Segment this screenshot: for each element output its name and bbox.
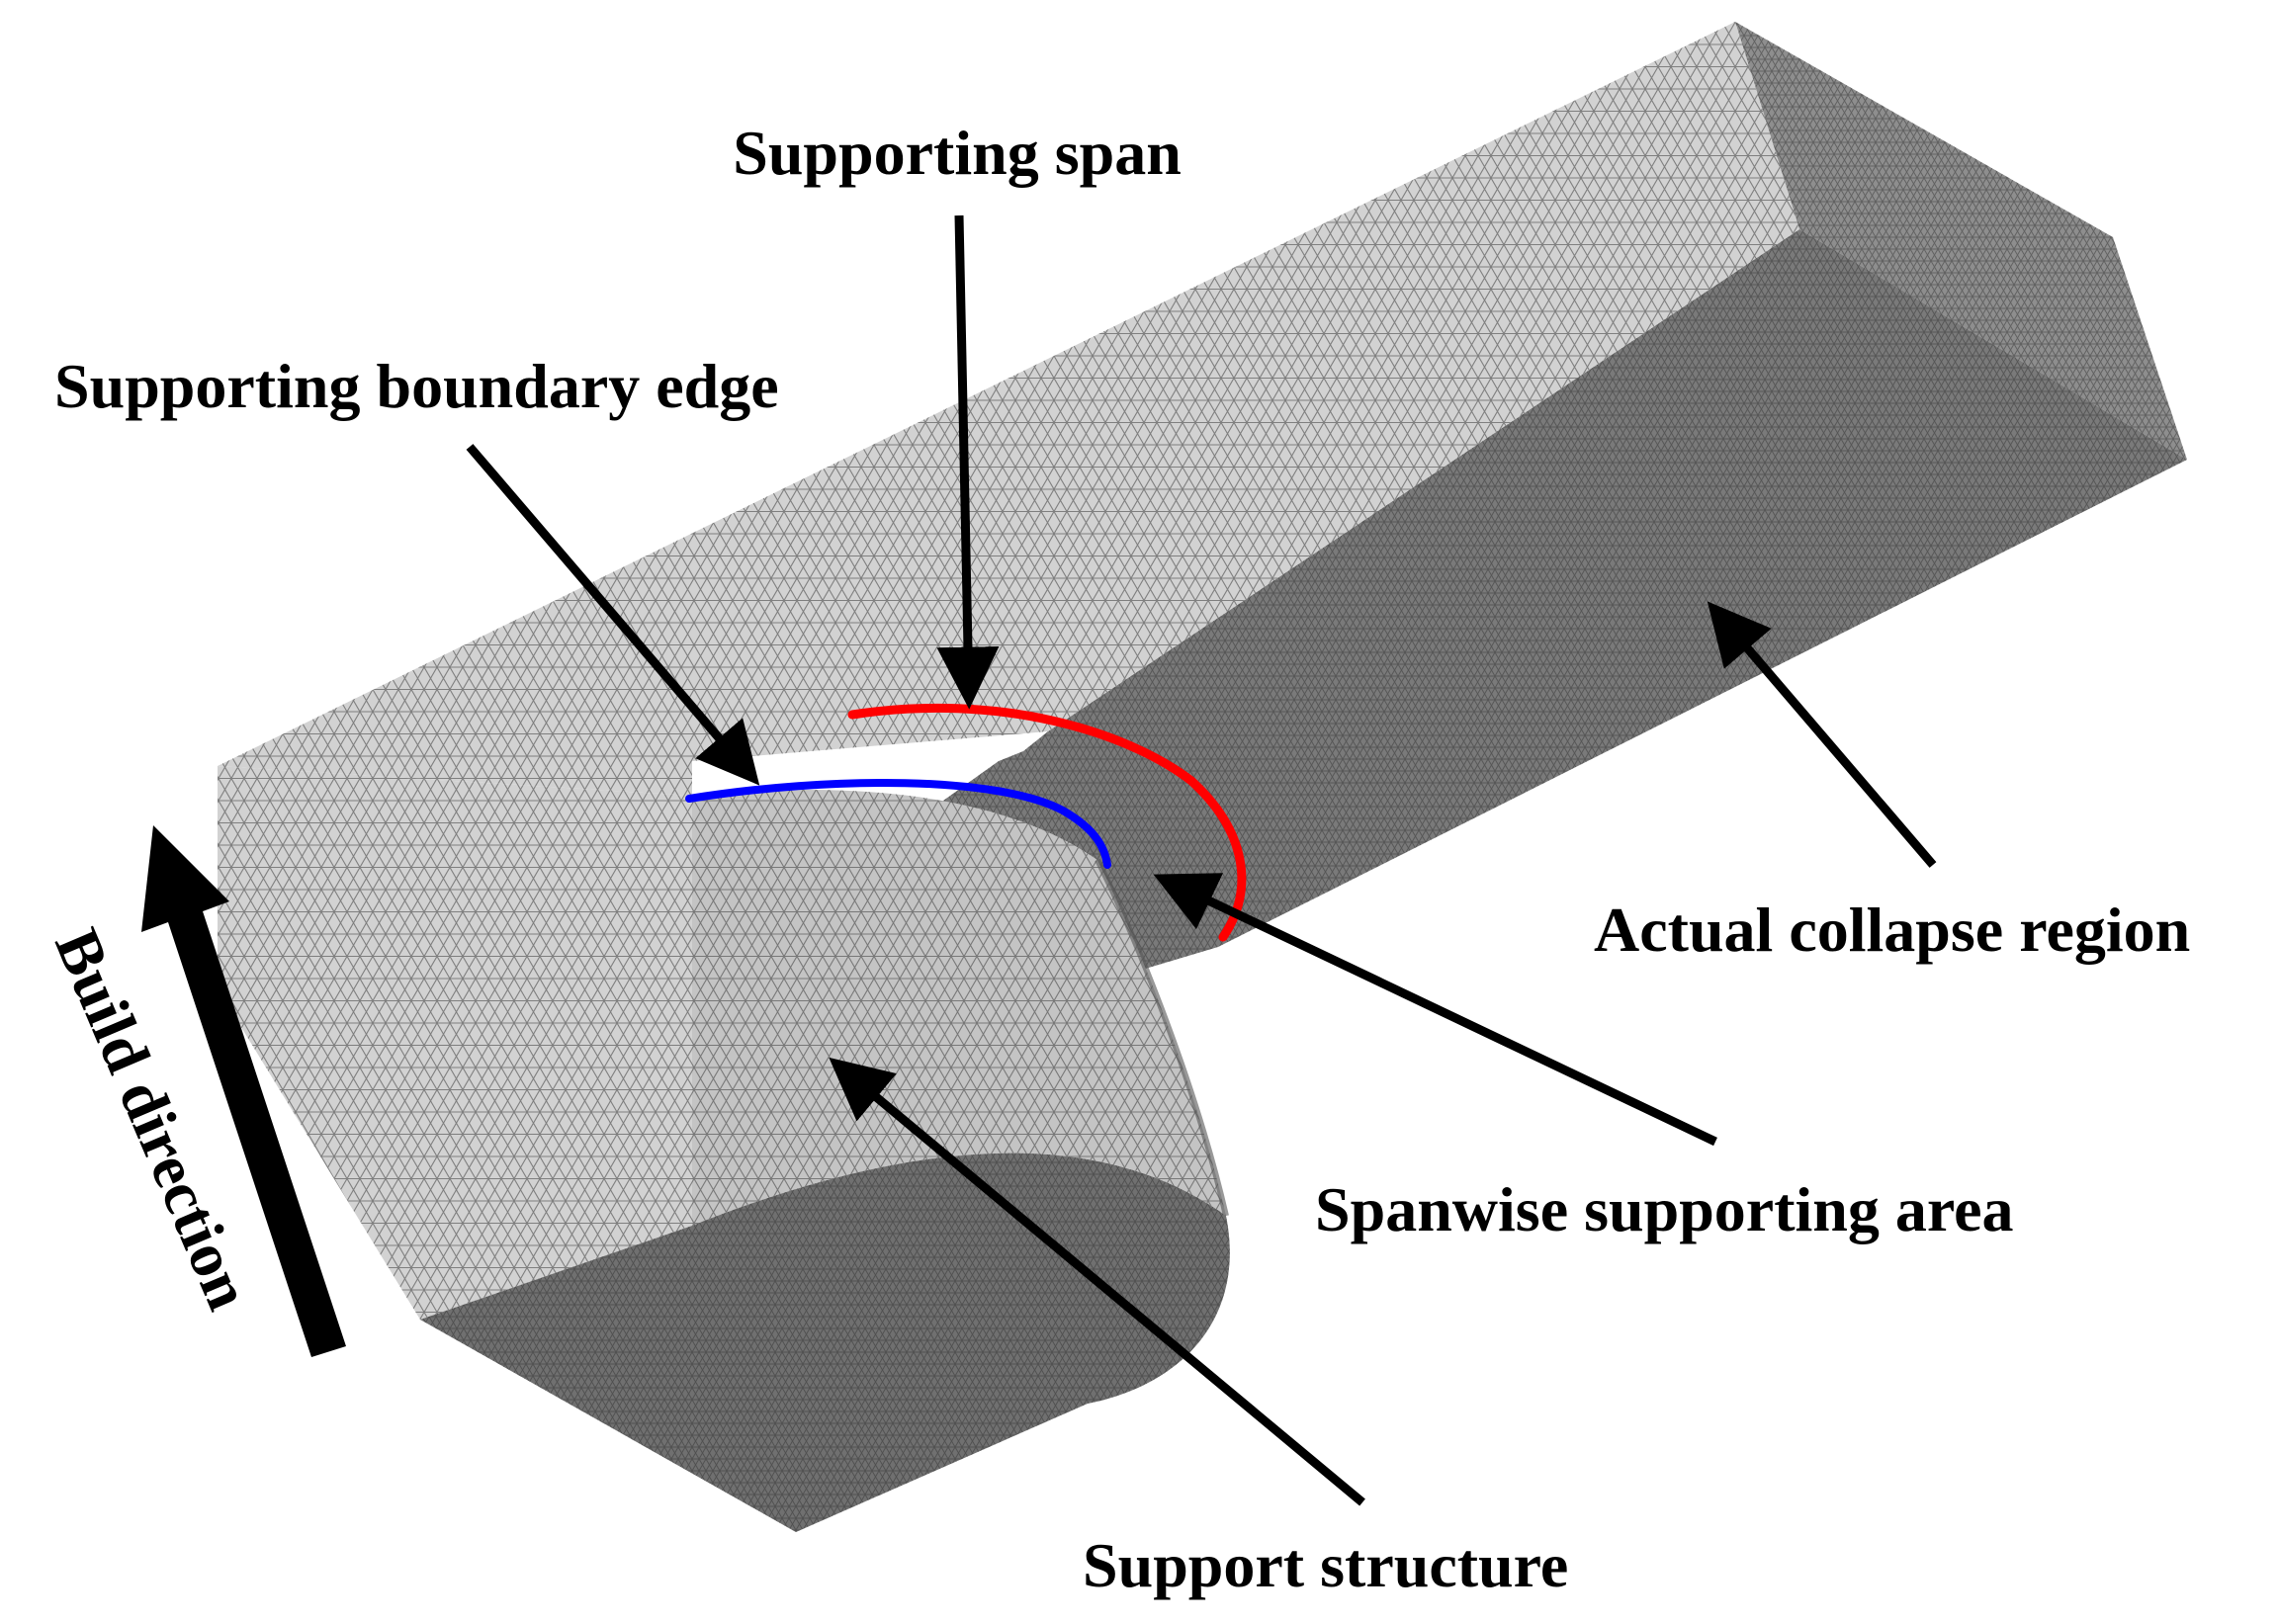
arrow-support-structure xyxy=(829,1057,1365,1506)
label-spanwise-supporting-area: Spanwise supporting area xyxy=(1315,1174,2014,1244)
beam-side-face xyxy=(848,229,2187,1058)
label-supporting-boundary-edge: Supporting boundary edge xyxy=(54,351,779,421)
label-supporting-span: Supporting span xyxy=(733,118,1182,188)
label-support-structure: Support structure xyxy=(1083,1530,1568,1600)
arrow-actual-collapse-region xyxy=(1707,601,1937,868)
beam-top-face xyxy=(218,22,1799,796)
support-curved-face xyxy=(692,789,1229,1226)
boundary-edge-curve xyxy=(685,779,1111,869)
arrow-supporting-boundary-edge xyxy=(466,444,760,786)
beam-front-face xyxy=(218,766,692,1320)
arrow-spanwise-supporting-area xyxy=(1153,873,1717,1147)
label-actual-collapse-region: Actual collapse region xyxy=(1594,895,2190,965)
beam-end-face xyxy=(1735,22,2187,460)
support-bottom-face xyxy=(420,1153,1230,1532)
arrow-supporting-span xyxy=(936,214,1000,710)
build-direction-arrow xyxy=(141,825,346,1357)
